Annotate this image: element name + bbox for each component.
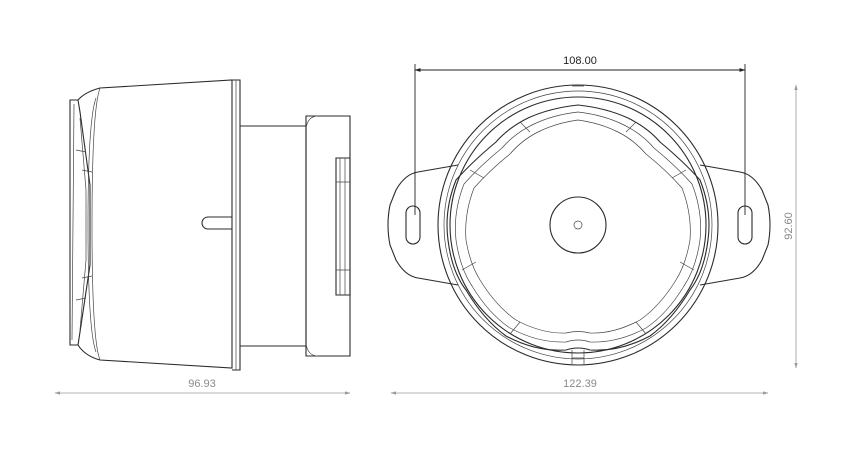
top-view [387, 84, 771, 366]
side-width-label: 96.93 [188, 378, 216, 390]
dimension-overall-height: 92.60 [783, 84, 798, 369]
overall-width-label: 122.39 [563, 378, 597, 390]
dimension-overall-width: 122.39 [390, 378, 769, 395]
dimension-side-width: 96.93 [54, 378, 351, 395]
dimension-top-width: 108.00 [414, 55, 746, 215]
overall-height-label: 92.60 [783, 212, 795, 240]
side-view [69, 79, 351, 371]
top-width-label: 108.00 [563, 55, 597, 67]
